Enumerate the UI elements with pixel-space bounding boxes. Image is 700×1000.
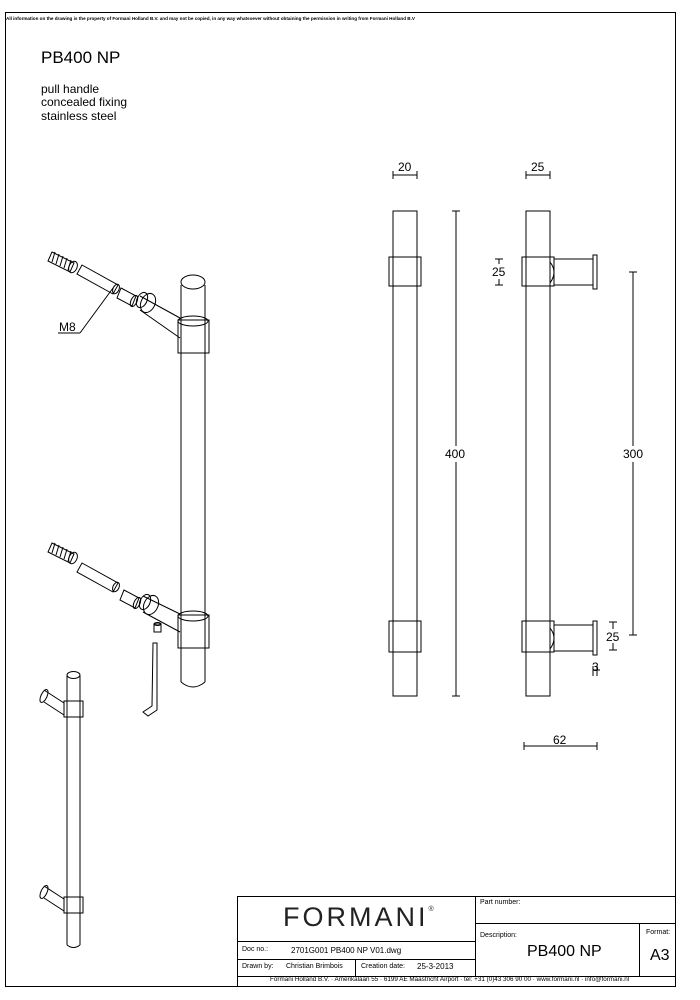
doc-no-value: 2701G001 PB400 NP V01.dwg bbox=[291, 946, 402, 955]
dim-overall-length: 400 bbox=[445, 447, 466, 461]
drawn-by-value: Christian Brimbois bbox=[286, 963, 343, 970]
creation-date-value: 25-3-2013 bbox=[417, 962, 454, 971]
description-value: PB400 NP bbox=[527, 943, 602, 960]
product-desc-line-3: stainless steel bbox=[41, 109, 117, 123]
part-number-label: Part number: bbox=[480, 899, 521, 906]
lower-fixing-set bbox=[47, 542, 181, 633]
dim-side-width: 25 bbox=[531, 160, 545, 174]
assembled-view bbox=[39, 671, 84, 948]
dim-front-width: 20 bbox=[398, 160, 412, 174]
dim-projection: 62 bbox=[553, 733, 567, 747]
description-label: Description: bbox=[480, 932, 517, 939]
dim-base-thickness: 3 bbox=[592, 660, 599, 674]
dim-post-height-bottom: 25 bbox=[606, 630, 620, 644]
format-label: Format: bbox=[646, 929, 671, 936]
title-block: Part number: Description: Format: Doc no… bbox=[237, 896, 676, 987]
allen-key bbox=[142, 642, 158, 717]
front-view bbox=[388, 171, 460, 697]
format-value: A3 bbox=[650, 947, 670, 964]
drawn-by-label: Drawn by: bbox=[242, 963, 274, 970]
doc-no-label: Doc no.: bbox=[242, 946, 269, 953]
callout-m8: M8 bbox=[59, 320, 76, 334]
upper-fixing-set bbox=[47, 251, 181, 339]
dim-post-height: 25 bbox=[492, 265, 506, 279]
creation-date-label: Creation date: bbox=[361, 963, 405, 970]
exploded-view bbox=[47, 251, 210, 717]
formani-logo: FORMANI® bbox=[283, 902, 434, 932]
product-title: PB400 NP bbox=[41, 48, 121, 67]
product-desc-line-1: pull handle bbox=[41, 82, 100, 96]
side-view bbox=[495, 171, 637, 750]
disclaimer-text: All information on the drawing is the pr… bbox=[6, 16, 415, 21]
product-desc-line-2: concealed fixing bbox=[41, 95, 128, 109]
company-footer: Formani Holland B.V. · Amerikalaan 55 · … bbox=[270, 976, 630, 983]
dim-center-distance: 300 bbox=[623, 447, 644, 461]
